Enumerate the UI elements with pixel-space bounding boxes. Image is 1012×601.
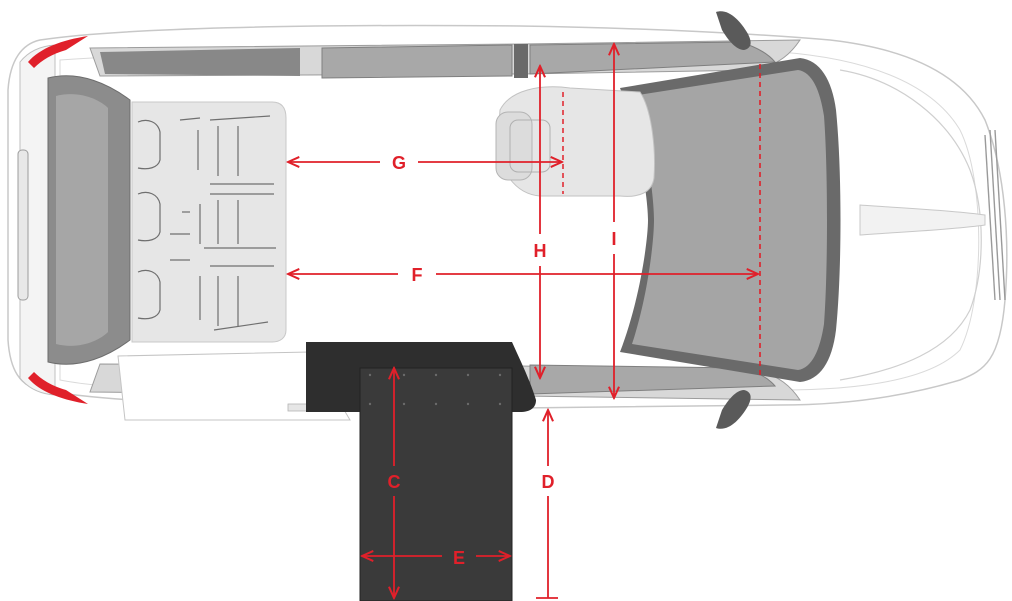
front-seat bbox=[495, 86, 655, 197]
mirror-bottom bbox=[716, 390, 751, 429]
tail-light-top bbox=[28, 36, 88, 68]
front-grille bbox=[984, 129, 1006, 301]
dimension-label-e: E bbox=[453, 548, 465, 568]
dimension-label-f: F bbox=[412, 265, 423, 285]
rear-seats bbox=[131, 101, 287, 343]
tail-light-bottom bbox=[28, 372, 88, 404]
wheelchair-ramp bbox=[306, 342, 536, 601]
dimension-label-i: I bbox=[611, 229, 616, 249]
side-windows-top bbox=[89, 39, 801, 79]
dimension-label-d: D bbox=[542, 472, 555, 492]
mirror-top bbox=[716, 11, 751, 50]
dimension-label-h: H bbox=[534, 241, 547, 261]
dimension-label-g: G bbox=[392, 153, 406, 173]
windshield bbox=[620, 58, 841, 382]
dimension-label-c: C bbox=[388, 472, 401, 492]
rear-end bbox=[17, 36, 131, 404]
